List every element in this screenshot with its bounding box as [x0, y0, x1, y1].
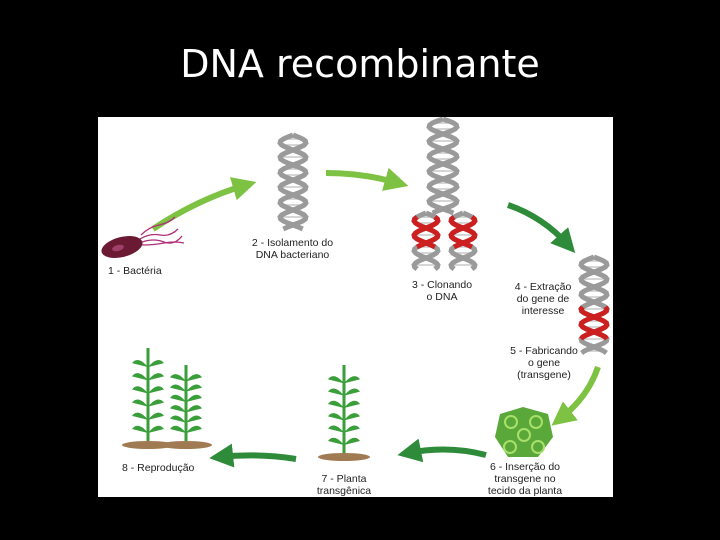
dna-helix-icon-step4 — [578, 254, 610, 356]
plant-tissue-icon — [495, 407, 553, 457]
dna-helix-icon-step3-right — [448, 210, 478, 271]
step-5-label: 5 - Fabricando o gene (transgene) — [510, 345, 578, 381]
dna-helix-icon-step2 — [277, 132, 309, 232]
step-7-label: 7 - Planta transgênica — [316, 473, 372, 497]
step-6-label: 6 - Inserção do transgene no tecido da p… — [487, 461, 563, 497]
dna-helix-icon-step3-top — [426, 117, 460, 216]
slide-title: DNA recombinante — [180, 42, 540, 86]
step-1-label: 1 - Bactéria — [108, 265, 162, 277]
dna-helix-icon-step3-left — [411, 210, 441, 271]
step-8-label: 8 - Reprodução — [122, 462, 195, 474]
transgenic-plant-icon — [318, 365, 370, 461]
arrow-1-2 — [151, 177, 257, 232]
reproduced-plants-icon — [122, 348, 212, 449]
bacterium-icon — [101, 216, 185, 258]
step-3-label: 3 - Clonando o DNA — [411, 279, 473, 303]
diagram-canvas — [101, 117, 610, 468]
step-2-label: 2 - Isolamento do DNA bacteriano — [251, 237, 334, 261]
diagram-panel: 1 - Bactéria 2 - Isolamento do DNA bacte… — [98, 117, 613, 497]
arrow-7-8 — [209, 443, 297, 468]
step-4-label: 4 - Extração do gene de interesse — [514, 281, 572, 317]
arrow-5-6 — [551, 366, 601, 426]
arrow-6-7 — [397, 438, 487, 463]
arrow-2-3 — [325, 167, 409, 191]
arrow-3-4 — [507, 202, 576, 254]
